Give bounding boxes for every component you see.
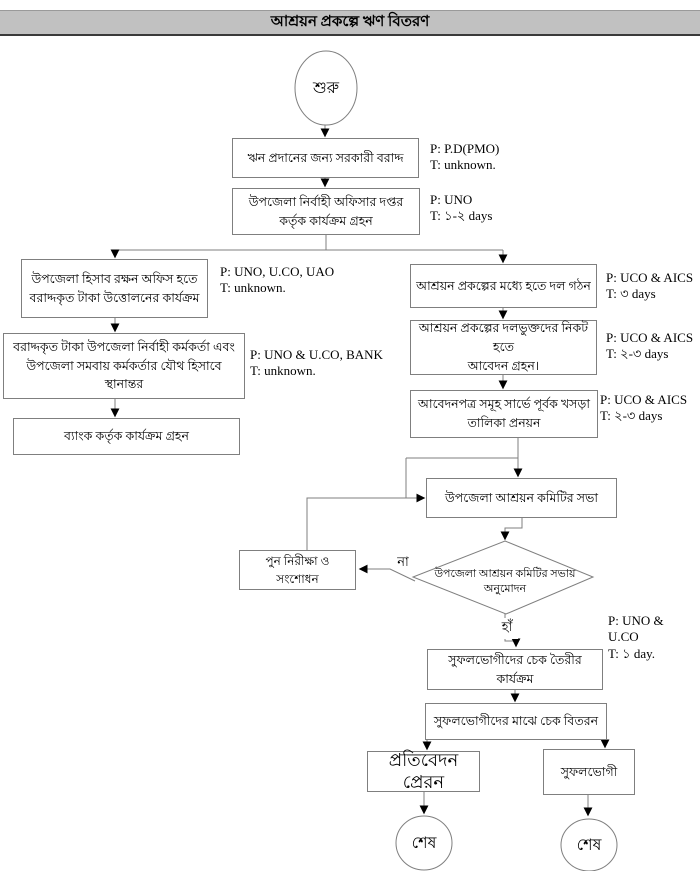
annotation-person: P: UCO & AICS bbox=[606, 270, 694, 285]
node-label: উপজেলা আশ্রয়ন কমিটির সভা bbox=[445, 490, 598, 505]
node-label: পুন নিরীক্ষা ও সংশোধন bbox=[265, 554, 330, 586]
annotation-person: P: UNO, U.CO, UAO bbox=[220, 264, 335, 279]
node-label: কর্তৃক কার্যক্রম গ্রহন bbox=[279, 213, 373, 228]
annotation-govt-allocation: P: P.D(PMO) T: unknown. bbox=[430, 141, 499, 174]
node-label: উপজেলা সমবায় কর্মকর্তার যৌথ হিসাবে স্থা… bbox=[26, 358, 222, 392]
node-label: আবেদন গ্রহন। bbox=[467, 358, 540, 373]
node-label: সুফলভোগীদের মাঝে চেক বিতরন bbox=[433, 714, 599, 729]
start-terminator-label: শুরু bbox=[296, 74, 356, 102]
annotation-uno-office: P: UNO T: ১-২ days bbox=[430, 192, 492, 225]
annotation-draft-list: P: UCO & AICS T: ২-৩ days bbox=[600, 392, 687, 425]
no-text: না bbox=[397, 554, 409, 569]
connector bbox=[500, 518, 523, 541]
node-label: আবেদনপত্র সমূহ সার্ভে পূর্বক খসড়া bbox=[418, 397, 590, 412]
annotation-time: T: ২-৩ days bbox=[606, 346, 669, 362]
connector-no bbox=[358, 564, 416, 582]
node-label: সুফলভোগী bbox=[560, 764, 618, 779]
title-bar: আশ্রয়ন প্রকল্পে ঋণ বিতরণ bbox=[0, 10, 700, 36]
annotation-person: P: UNO bbox=[430, 192, 473, 207]
annotation-time: T: ৩ days bbox=[606, 286, 656, 302]
annotation-time: T: ২-৩ days bbox=[600, 408, 663, 424]
node-label: আশ্রয়ন প্রকল্পের মধ্যে হতে দল গঠন bbox=[416, 278, 591, 293]
process-report-send: প্রতিবেদন প্রেরন bbox=[367, 749, 480, 792]
node-label: তালিকা প্রনয়ন bbox=[467, 416, 541, 430]
process-cheque-distribution: সুফলভোগীদের মাঝে চেক বিতরন bbox=[425, 703, 607, 740]
annotation-time: T: ১ day. bbox=[608, 645, 656, 661]
label-no: না bbox=[389, 553, 417, 574]
diagram-title: আশ্রয়ন প্রকল্পে ঋণ বিতরণ bbox=[270, 14, 430, 30]
end-text: শেষ bbox=[411, 834, 437, 852]
node-label: সুফলভোগীদের চেক তৈরীর কার্যক্রম bbox=[448, 652, 582, 686]
process-cheque-preparation: সুফলভোগীদের চেক তৈরীর কার্যক্রম bbox=[427, 649, 603, 690]
process-committee-meeting: উপজেলা আশ্রয়ন কমিটির সভা bbox=[426, 478, 617, 518]
node-label: অনুমোদন bbox=[483, 583, 527, 595]
annotation-person: P: UCO & AICS bbox=[600, 392, 688, 407]
connector-feedback bbox=[306, 493, 426, 550]
decision-approval-label: উপজেলা আশ্রয়ন কমিটির সভায় অনুমোদন bbox=[420, 562, 590, 602]
annotation-person: P: UNO & bbox=[608, 613, 664, 628]
node-label: উপজেলা আশ্রয়ন কমিটির সভায় bbox=[434, 568, 576, 580]
process-draft-list: আবেদনপত্র সমূহ সার্ভে পূর্বক খসড়া তালিক… bbox=[410, 390, 598, 438]
annotation-withdraw: P: UNO, U.CO, UAO T: unknown. bbox=[220, 264, 334, 297]
annotation-time: T: unknown. bbox=[430, 157, 496, 173]
end-terminator-left-label: শেষ bbox=[396, 829, 452, 857]
node-label: আশ্রয়ন প্রকল্পের দলভুক্তদের নিকট হতে bbox=[418, 321, 589, 355]
annotation-time: T: ১-২ days bbox=[430, 208, 493, 224]
process-govt-allocation: ঋন প্রদানের জন্য সরকারী বরাদ্দ bbox=[232, 138, 419, 178]
annotation-cheque-prep: P: UNO & U.CO T: ১ day. bbox=[608, 613, 664, 662]
end-ellipse-right bbox=[560, 818, 618, 871]
end-terminator-right-label: শেষ bbox=[561, 831, 617, 859]
node-label: বরাদ্দকৃত টাকা উত্তোলনের কার্যক্রম bbox=[29, 290, 200, 305]
decision-diamond bbox=[411, 540, 595, 615]
annotation-application: P: UCO & AICS T: ২-৩ days bbox=[606, 330, 693, 363]
node-label: উপজেলা নির্বাহী অফিসার দপ্তর bbox=[248, 194, 404, 209]
process-withdraw-funds: উপজেলা হিসাব রক্ষন অফিস হতে বরাদ্দকৃত টা… bbox=[21, 259, 208, 318]
node-label: উপজেলা হিসাব রক্ষন অফিস হতে bbox=[31, 271, 198, 286]
annotation-person: U.CO bbox=[608, 629, 639, 645]
label-yes: হাঁ bbox=[496, 618, 518, 639]
start-text: শুরু bbox=[312, 79, 340, 97]
annotation-group-formation: P: UCO & AICS T: ৩ days bbox=[606, 270, 693, 303]
yes-text: হাঁ bbox=[501, 619, 513, 634]
start-ellipse bbox=[294, 50, 358, 126]
end-ellipse-left bbox=[395, 815, 453, 871]
annotation-time: T: unknown. bbox=[220, 280, 286, 296]
process-beneficiary: সুফলভোগী bbox=[543, 749, 635, 795]
end-text: শেষ bbox=[576, 836, 602, 854]
node-label: বরাদ্দকৃত টাকা উপজেলা নির্বাহী কর্মকর্তা… bbox=[13, 339, 235, 354]
node-label: ব্যাংক কর্তৃক কার্যক্রম গ্রহন bbox=[64, 429, 189, 444]
node-label: প্রতিবেদন প্রেরন bbox=[388, 749, 459, 792]
process-review-revision: পুন নিরীক্ষা ও সংশোধন bbox=[239, 550, 356, 590]
annotation-person: P: P.D(PMO) bbox=[430, 141, 500, 156]
annotation-transfer: P: UNO & U.CO, BANK T: unknown. bbox=[250, 347, 383, 380]
process-application-receive: আশ্রয়ন প্রকল্পের দলভুক্তদের নিকট হতে আব… bbox=[410, 320, 597, 375]
process-joint-account-transfer: বরাদ্দকৃত টাকা উপজেলা নির্বাহী কর্মকর্তা… bbox=[3, 333, 245, 399]
process-bank-action: ব্যাংক কর্তৃক কার্যক্রম গ্রহন bbox=[13, 418, 240, 455]
annotation-person: P: UNO & U.CO, BANK bbox=[250, 347, 383, 362]
annotation-time: T: unknown. bbox=[250, 363, 316, 379]
node-label: ঋন প্রদানের জন্য সরকারী বরাদ্দ bbox=[247, 150, 404, 165]
process-group-formation: আশ্রয়ন প্রকল্পের মধ্যে হতে দল গঠন bbox=[410, 264, 597, 308]
annotation-person: P: UCO & AICS bbox=[606, 330, 694, 345]
process-uno-office: উপজেলা নির্বাহী অফিসার দপ্তর কর্তৃক কার্… bbox=[232, 188, 420, 235]
